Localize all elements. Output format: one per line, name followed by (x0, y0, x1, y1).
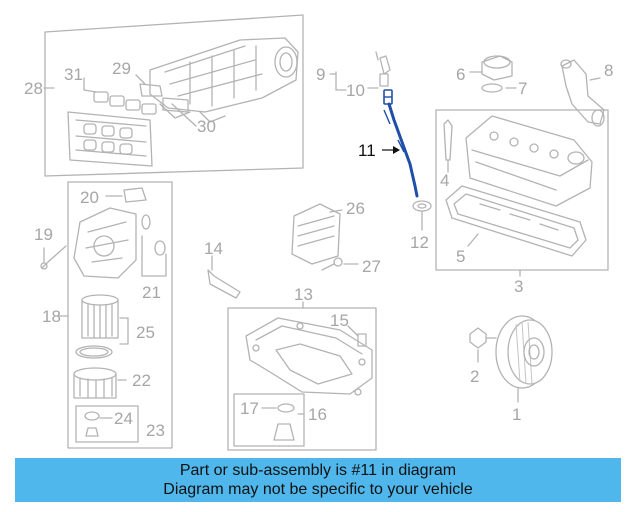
valve-cover-group: 4 5 3 (435, 109, 609, 296)
drain-plug-subpanel (75, 405, 139, 443)
callout-26: 26 (346, 199, 365, 218)
valve-cover-panel-frame (435, 109, 609, 271)
gasket-31-shape (83, 77, 157, 115)
oil-pan-group: 13 15 17 16 (227, 285, 377, 451)
callout-1: 1 (512, 405, 521, 424)
callout-22: 22 (132, 371, 151, 390)
callout-16: 16 (308, 405, 327, 424)
oil-filter-panel-frame (67, 181, 173, 449)
callout-7: 7 (518, 79, 527, 98)
intake-panel-frame (44, 14, 304, 177)
callout-24: 24 (114, 409, 133, 428)
oil-pan-shape (245, 317, 373, 396)
dipstick-group: 9 10 11 12 (316, 51, 432, 252)
crank-pulley-shape (495, 315, 553, 389)
valve-cover-gasket-shape (445, 185, 587, 257)
intake-manifold-drawing (149, 37, 299, 123)
callout-10: 10 (346, 81, 365, 100)
callout-8: 8 (604, 61, 613, 80)
callout-31: 31 (64, 65, 83, 84)
banner-line-2: Diagram may not be specific to your vehi… (163, 481, 473, 498)
callout-19: 19 (34, 225, 53, 244)
oil-pan-panel-frame (227, 307, 377, 451)
callout-9: 9 (316, 65, 325, 84)
filter-element-shape (81, 294, 119, 339)
callout-27: 27 (362, 257, 381, 276)
callout-5: 5 (456, 247, 465, 266)
callout-30: 30 (197, 117, 216, 136)
pulley-group: 2 1 (469, 315, 553, 424)
gasket-30-shape (162, 97, 189, 113)
callout-4: 4 (440, 171, 449, 190)
callout-28: 28 (24, 79, 43, 98)
oil-cap-group: 6 7 8 (456, 55, 613, 127)
callout-29: 29 (112, 59, 131, 78)
callout-23: 23 (146, 421, 165, 440)
callout-25: 25 (136, 323, 155, 342)
callout-20: 20 (80, 188, 99, 207)
callout-6: 6 (456, 65, 465, 84)
banner-line-1: Part or sub-assembly is #11 in diagram (179, 462, 457, 479)
oil-filter-group: 20 19 21 18 25 22 24 23 (34, 181, 173, 449)
callout-15: 15 (330, 311, 349, 330)
parts-diagram: 28 31 29 30 (24, 14, 613, 451)
lower-intake-drawing (67, 111, 153, 167)
filter-cap-shape (73, 367, 117, 399)
filter-housing-shape (73, 207, 137, 279)
callout-2: 2 (470, 367, 479, 386)
gasket-29-shape (139, 83, 163, 97)
callout-14: 14 (204, 239, 223, 258)
callout-13: 13 (294, 285, 313, 304)
callout-21: 21 (142, 283, 161, 302)
callout-11: 11 (358, 141, 376, 160)
callout-18: 18 (42, 307, 61, 326)
info-banner: Part or sub-assembly is #11 in diagram D… (15, 458, 621, 502)
oil-cooler-group: 26 27 14 (204, 199, 381, 299)
dipstick-tube-11 (383, 89, 419, 198)
intake-manifold-group: 28 31 29 30 (24, 14, 304, 177)
callout-3: 3 (514, 277, 523, 296)
pan-subpanel (233, 393, 305, 447)
callout-12: 12 (410, 233, 429, 252)
valve-cover-shape (465, 115, 593, 207)
callout-17: 17 (240, 399, 259, 418)
